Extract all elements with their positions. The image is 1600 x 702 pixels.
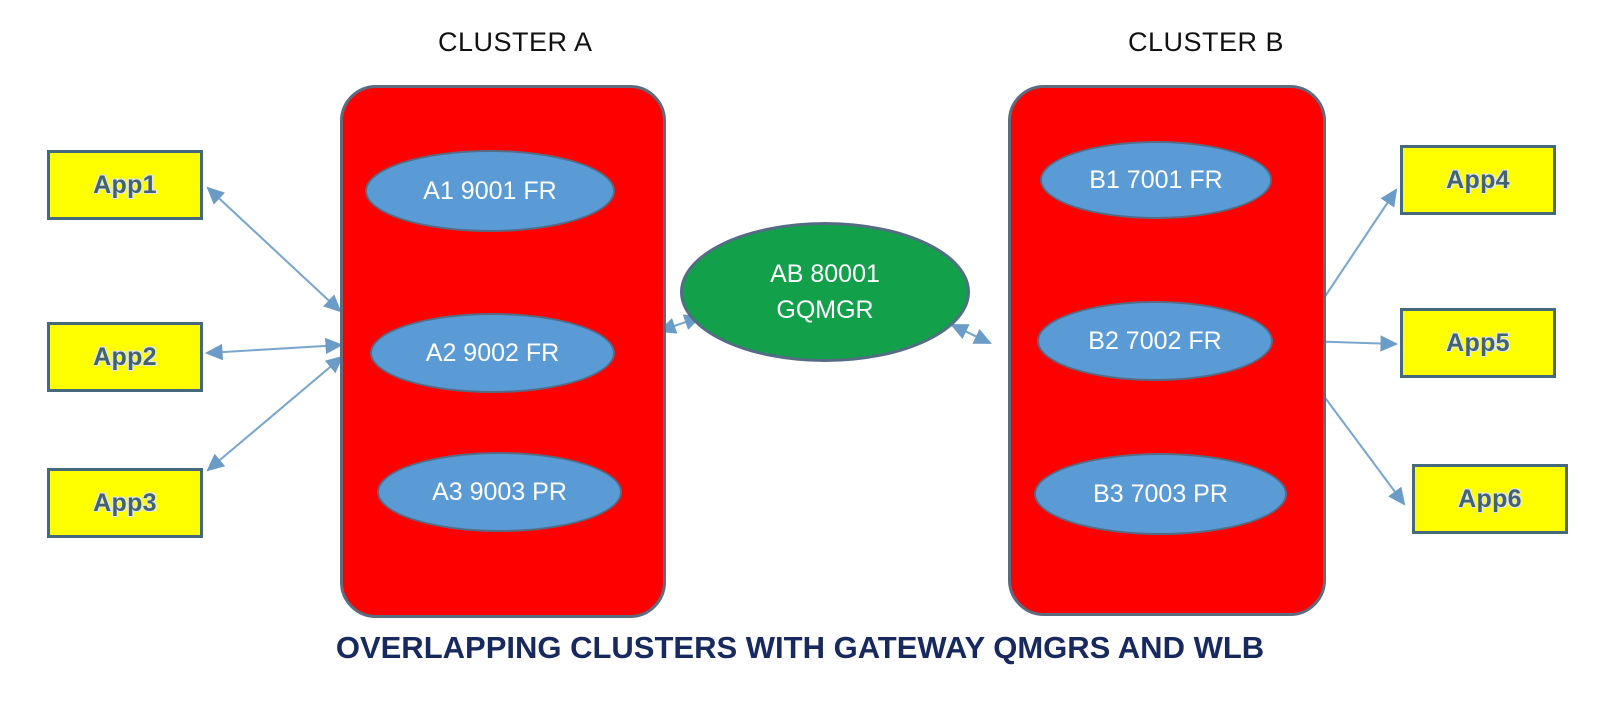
qmgr-a1[interactable]: A1 9001 FR (365, 150, 615, 232)
gateway-qmgr[interactable]: AB 80001 GQMGR (680, 222, 970, 362)
connector-app1-cluster-a (206, 186, 342, 313)
app-box-app2[interactable]: App2 (47, 322, 203, 392)
connector-app2-cluster-a (204, 337, 344, 361)
cluster-a-heading: CLUSTER A (438, 27, 593, 57)
qmgr-b2[interactable]: B2 7002 FR (1037, 301, 1273, 381)
qmgr-a2[interactable]: A2 9002 FR (370, 313, 615, 393)
app-label: App1 (93, 170, 157, 199)
qmgr-a3[interactable]: A3 9003 PR (377, 452, 622, 532)
app-label: App5 (1446, 328, 1510, 357)
gateway-qmgr-role: GQMGR (776, 296, 874, 324)
app-label: App4 (1446, 165, 1510, 194)
connector-app3-cluster-a (206, 355, 344, 472)
connector-gateway-cluster-b (950, 324, 992, 344)
app-box-app1[interactable]: App1 (47, 150, 203, 220)
app-label: App2 (93, 342, 157, 371)
app-box-app3[interactable]: App3 (47, 468, 203, 538)
app-label: App6 (1458, 484, 1522, 513)
qmgr-b1[interactable]: B1 7001 FR (1040, 141, 1272, 219)
gateway-qmgr-name: AB 80001 (770, 260, 880, 288)
app-label: App3 (93, 488, 157, 517)
diagram-title: OVERLAPPING CLUSTERS WITH GATEWAY QMGRS … (335, 630, 1265, 665)
app-box-app5[interactable]: App5 (1400, 308, 1556, 378)
app-box-app4[interactable]: App4 (1400, 145, 1556, 215)
app-box-app6[interactable]: App6 (1412, 464, 1568, 534)
qmgr-b3[interactable]: B3 7003 PR (1034, 453, 1287, 535)
cluster-b-heading: CLUSTER B (1128, 27, 1285, 57)
